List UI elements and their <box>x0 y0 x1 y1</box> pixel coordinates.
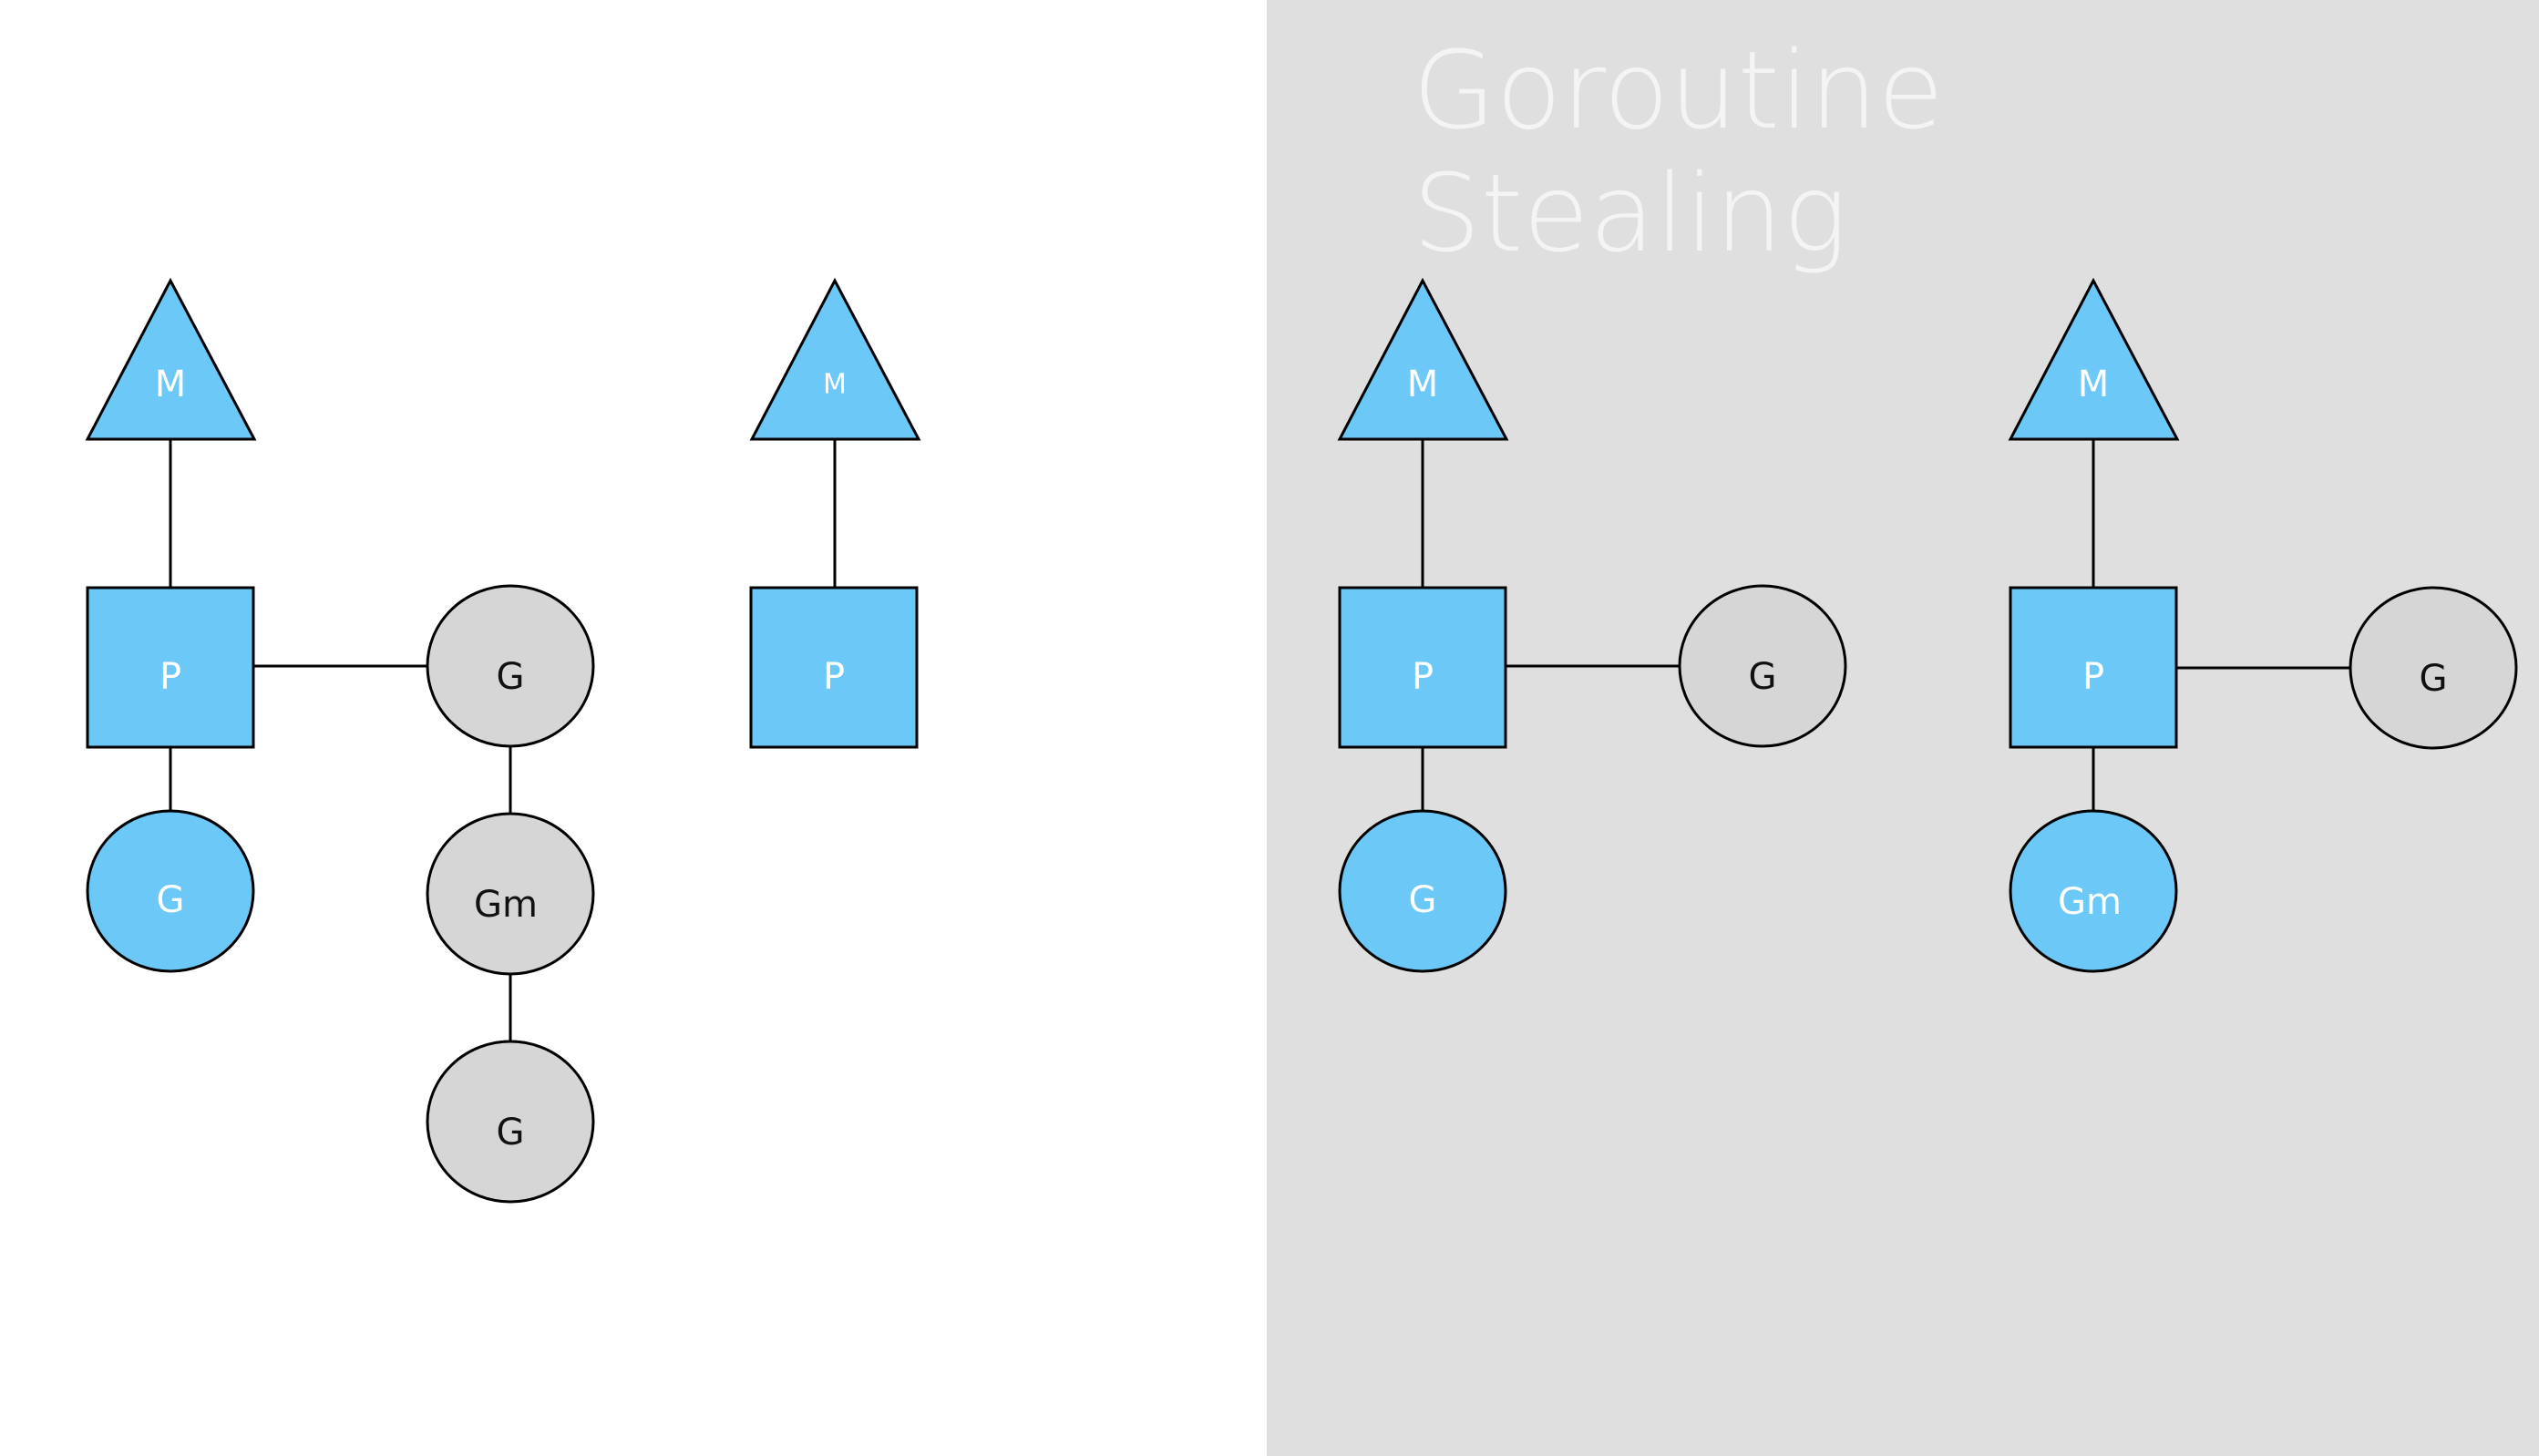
after-right-labels: M P Gm G <box>2058 364 2447 923</box>
processor-square <box>1338 586 1507 749</box>
before-left-group <box>85 277 595 1204</box>
before-left-labels: M P G G Gm G <box>155 364 538 1154</box>
machine-triangle <box>85 277 257 441</box>
title-line-1: Goroutine <box>1413 27 1944 153</box>
after-left-labels: M P G G <box>1407 364 1777 921</box>
after-right-group <box>2008 277 2518 973</box>
processor-label: P <box>1412 656 1434 698</box>
running-goroutine-circle <box>86 809 255 973</box>
machine-triangle <box>2008 277 2180 441</box>
diagram-title: Goroutine Stealing <box>1413 27 1979 276</box>
machine-label: M <box>155 364 187 405</box>
queued-goroutine-label: G <box>497 656 525 698</box>
queued-goroutine-label: G <box>1749 656 1777 698</box>
processor-square <box>86 586 255 749</box>
running-goroutine-circle <box>1338 809 1507 973</box>
running-goroutine-circle <box>2009 809 2178 973</box>
processor-label: P <box>2082 656 2104 698</box>
processor-label: P <box>823 656 845 698</box>
processor-square <box>749 586 919 749</box>
queued-goroutine-circle <box>2349 586 2518 750</box>
running-goroutine-label: G <box>157 879 185 921</box>
queued-goroutine-label: Gm <box>474 884 538 926</box>
machine-triangle <box>749 277 921 441</box>
queued-goroutine-circle <box>426 1040 595 1204</box>
queued-goroutine-label: G <box>497 1112 525 1154</box>
running-goroutine-label: Gm <box>2058 881 2122 923</box>
title-line-2: Stealing <box>1413 150 1847 276</box>
queued-goroutine-circle <box>426 812 595 976</box>
queued-goroutine-circle <box>1678 584 1847 748</box>
running-goroutine-label: G <box>1409 879 1437 921</box>
queued-goroutine-label: G <box>2420 658 2448 700</box>
machine-label: M <box>823 369 847 401</box>
before-right-group <box>749 277 921 749</box>
processor-label: P <box>159 656 181 698</box>
machine-label: M <box>2078 364 2110 405</box>
processor-square <box>2009 586 2178 749</box>
queued-goroutine-circle <box>426 584 595 748</box>
before-right-labels: M P <box>823 369 847 699</box>
machine-label: M <box>1407 364 1439 405</box>
after-left-group <box>1337 277 1847 973</box>
machine-triangle <box>1337 277 1509 441</box>
